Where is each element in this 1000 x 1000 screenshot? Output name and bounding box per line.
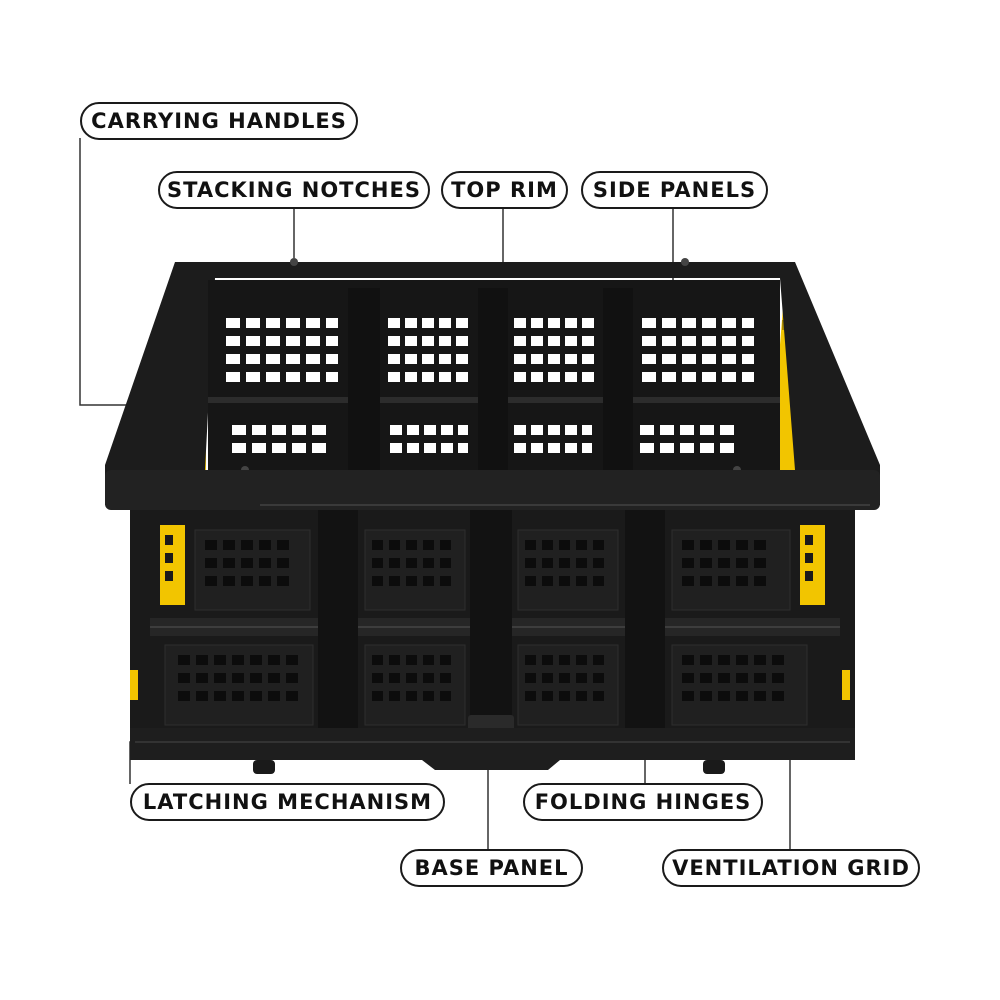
front-pillars [318,510,665,735]
back-wall-dividers [348,288,633,470]
label-carrying-handles: CARRYING HANDLES [80,102,358,140]
label-stacking-notches: STACKING NOTCHES [158,171,430,209]
label-latching-mechanism: LATCHING MECHANISM [130,783,445,821]
label-base-panel: BASE PANEL [400,849,583,887]
label-side-panels: SIDE PANELS [581,171,768,209]
label-top-rim: TOP RIM [441,171,568,209]
front-vent-holes [178,540,784,701]
label-ventilation-grid: VENTILATION GRID [662,849,920,887]
rim-front-lip [105,470,880,510]
base-feet [253,760,725,774]
base-panel [130,728,855,770]
back-vent-grids [226,318,754,453]
label-folding-hinges: FOLDING HINGES [523,783,763,821]
